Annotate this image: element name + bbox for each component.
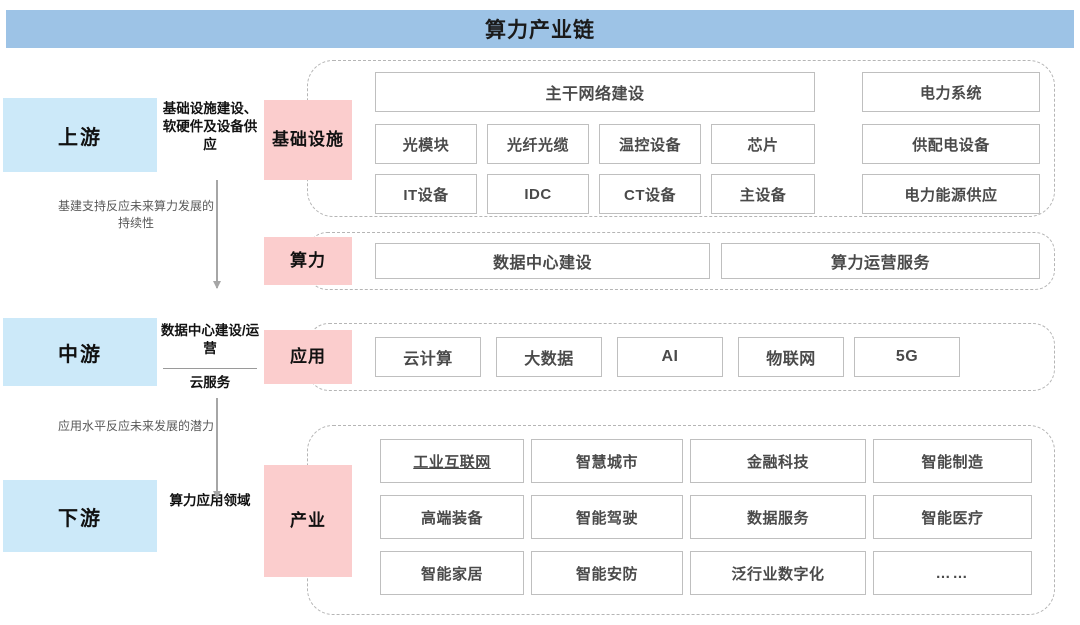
arrow-head (213, 491, 221, 499)
page-header: 算力产业链 (6, 10, 1074, 48)
down-arrow-icon-midstream-to-downstream (211, 398, 223, 499)
cell-smart-home[interactable]: 智能家居 (380, 551, 524, 595)
category-label-industry: 产业 (264, 465, 352, 577)
cell-temperature-control-equipment[interactable]: 温控设备 (599, 124, 701, 164)
stage-description-divider (163, 368, 257, 369)
cell-backbone-network[interactable]: 主干网络建设 (375, 72, 815, 112)
cell-smart-healthcare[interactable]: 智能医疗 (873, 495, 1032, 539)
down-arrow-icon-upstream-to-midstream (211, 180, 223, 289)
cell-smart-manufacturing[interactable]: 智能制造 (873, 439, 1032, 483)
cell-smart-security[interactable]: 智能安防 (531, 551, 683, 595)
cell-ellipsis-more[interactable]: …… (873, 551, 1032, 595)
arrow-shaft (216, 180, 218, 288)
cell-it-equipment[interactable]: IT设备 (375, 174, 477, 214)
stage-box-upstream: 上游 (3, 98, 157, 172)
cell-high-end-equipment[interactable]: 高端装备 (380, 495, 524, 539)
cell-computing-operation-service[interactable]: 算力运营服务 (721, 243, 1040, 279)
cell-fintech[interactable]: 金融科技 (690, 439, 866, 483)
connector-note-midstream-to-downstream: 应用水平反应未来发展的潜力 (57, 419, 214, 433)
cell-big-data[interactable]: 大数据 (496, 337, 602, 377)
page-title: 算力产业链 (485, 19, 595, 42)
stage-description-downstream: 算力应用领域 (169, 493, 251, 508)
stage-box-midstream: 中游 (3, 318, 157, 386)
cell-cloud-computing[interactable]: 云计算 (375, 337, 481, 377)
cell-industrial-internet[interactable]: 工业互联网 (380, 439, 524, 483)
cell-data-service[interactable]: 数据服务 (690, 495, 866, 539)
cell-optical-fiber-cable[interactable]: 光纤光缆 (487, 124, 589, 164)
category-label-application: 应用 (264, 330, 352, 384)
cell-smart-city[interactable]: 智慧城市 (531, 439, 683, 483)
stage-description-upstream: 基础设施建设、软硬件及设备供应 (162, 101, 258, 153)
cell-power-supply-distribution-equipment[interactable]: 供配电设备 (862, 124, 1040, 164)
category-label-infrastructure: 基础设施 (264, 100, 352, 180)
cell-iot[interactable]: 物联网 (738, 337, 844, 377)
cell-ai[interactable]: AI (617, 337, 723, 377)
connector-note-upstream-to-midstream: 基建支持反应未来算力发展的持续性 (57, 199, 214, 230)
cell-main-equipment[interactable]: 主设备 (711, 174, 815, 214)
cell-pan-industry-digitalization[interactable]: 泛行业数字化 (690, 551, 866, 595)
cell-chip[interactable]: 芯片 (711, 124, 815, 164)
cell-idc[interactable]: IDC (487, 174, 589, 214)
stage-description-midstream-primary: 数据中心建设/运营 (160, 323, 260, 357)
cell-power-system[interactable]: 电力系统 (862, 72, 1040, 112)
category-label-computing-power: 算力 (264, 237, 352, 285)
cell-electric-energy-supply[interactable]: 电力能源供应 (862, 174, 1040, 214)
arrow-shaft (216, 398, 218, 498)
cell-data-center-construction[interactable]: 数据中心建设 (375, 243, 710, 279)
cell-intelligent-driving[interactable]: 智能驾驶 (531, 495, 683, 539)
cell-optical-module[interactable]: 光模块 (375, 124, 477, 164)
cell-5g[interactable]: 5G (854, 337, 960, 377)
stage-description-midstream-secondary: 云服务 (189, 375, 231, 390)
cell-ct-equipment[interactable]: CT设备 (599, 174, 701, 214)
stage-box-downstream: 下游 (3, 480, 157, 552)
arrow-head (213, 281, 221, 289)
